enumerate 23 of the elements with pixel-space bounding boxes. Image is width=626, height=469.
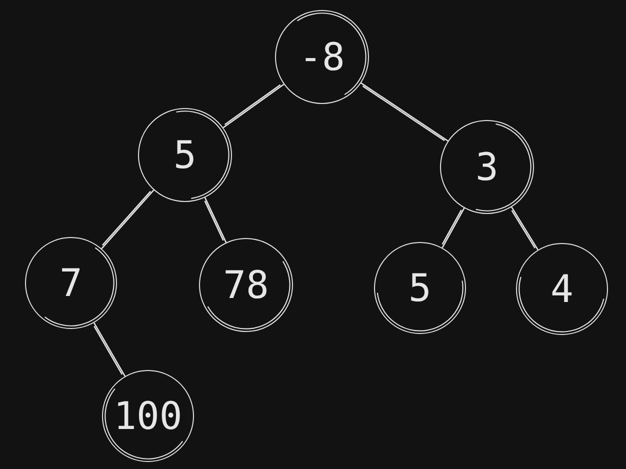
node-value: 4: [550, 270, 574, 308]
connector-line: [442, 207, 465, 248]
node-value: 100: [114, 397, 182, 435]
tree-node-circle: [516, 243, 608, 335]
connector-line: [93, 322, 126, 377]
tree-node-circle: [199, 238, 293, 332]
tree-node-circle: [102, 370, 194, 462]
tree-node-circle: [25, 237, 117, 329]
node-value: -8: [299, 38, 345, 76]
node-value: 78: [223, 266, 269, 304]
connector-line: [222, 84, 284, 128]
tree-node-circle: [374, 242, 466, 334]
node-value: 5: [174, 136, 196, 174]
tree-node-circle: [440, 120, 534, 214]
connector-line: [100, 189, 154, 250]
connector-line: [360, 82, 449, 142]
tree-node-circle: [138, 108, 232, 202]
connector-line: [510, 206, 539, 250]
node-value: 7: [60, 264, 82, 302]
node-value: 3: [476, 148, 498, 186]
tree-node-circle: [275, 10, 369, 104]
node-value: 5: [408, 269, 432, 307]
connector-line: [204, 196, 227, 244]
